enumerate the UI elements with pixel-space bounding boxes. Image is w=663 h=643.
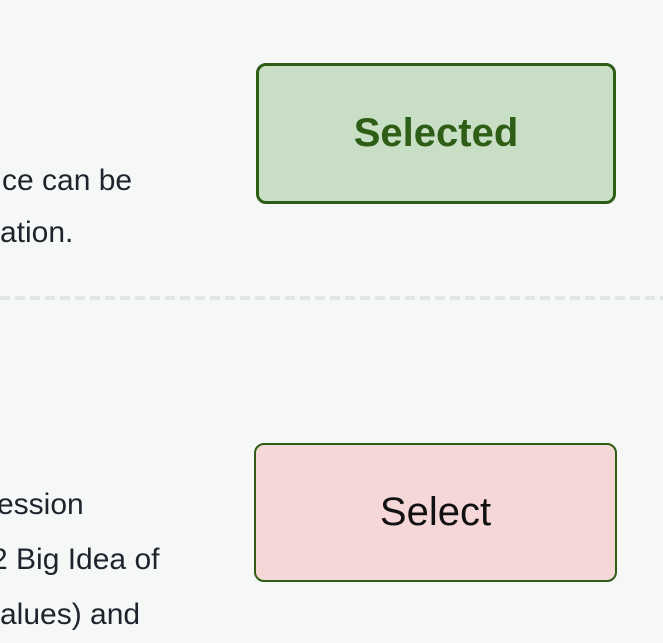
description-line: ce can be	[2, 164, 133, 197]
description-line: ession	[0, 488, 84, 521]
option-description: ession 2 Big Idea of alues) and	[0, 477, 159, 642]
option-description: ce can be ation.	[0, 155, 132, 259]
description-line: 2 Big Idea of	[0, 543, 160, 576]
select-button[interactable]: Select	[254, 443, 617, 582]
selected-button[interactable]: Selected	[256, 63, 616, 204]
dashed-divider	[0, 296, 663, 300]
description-line: ation.	[0, 216, 74, 249]
description-line: alues) and	[0, 598, 141, 631]
